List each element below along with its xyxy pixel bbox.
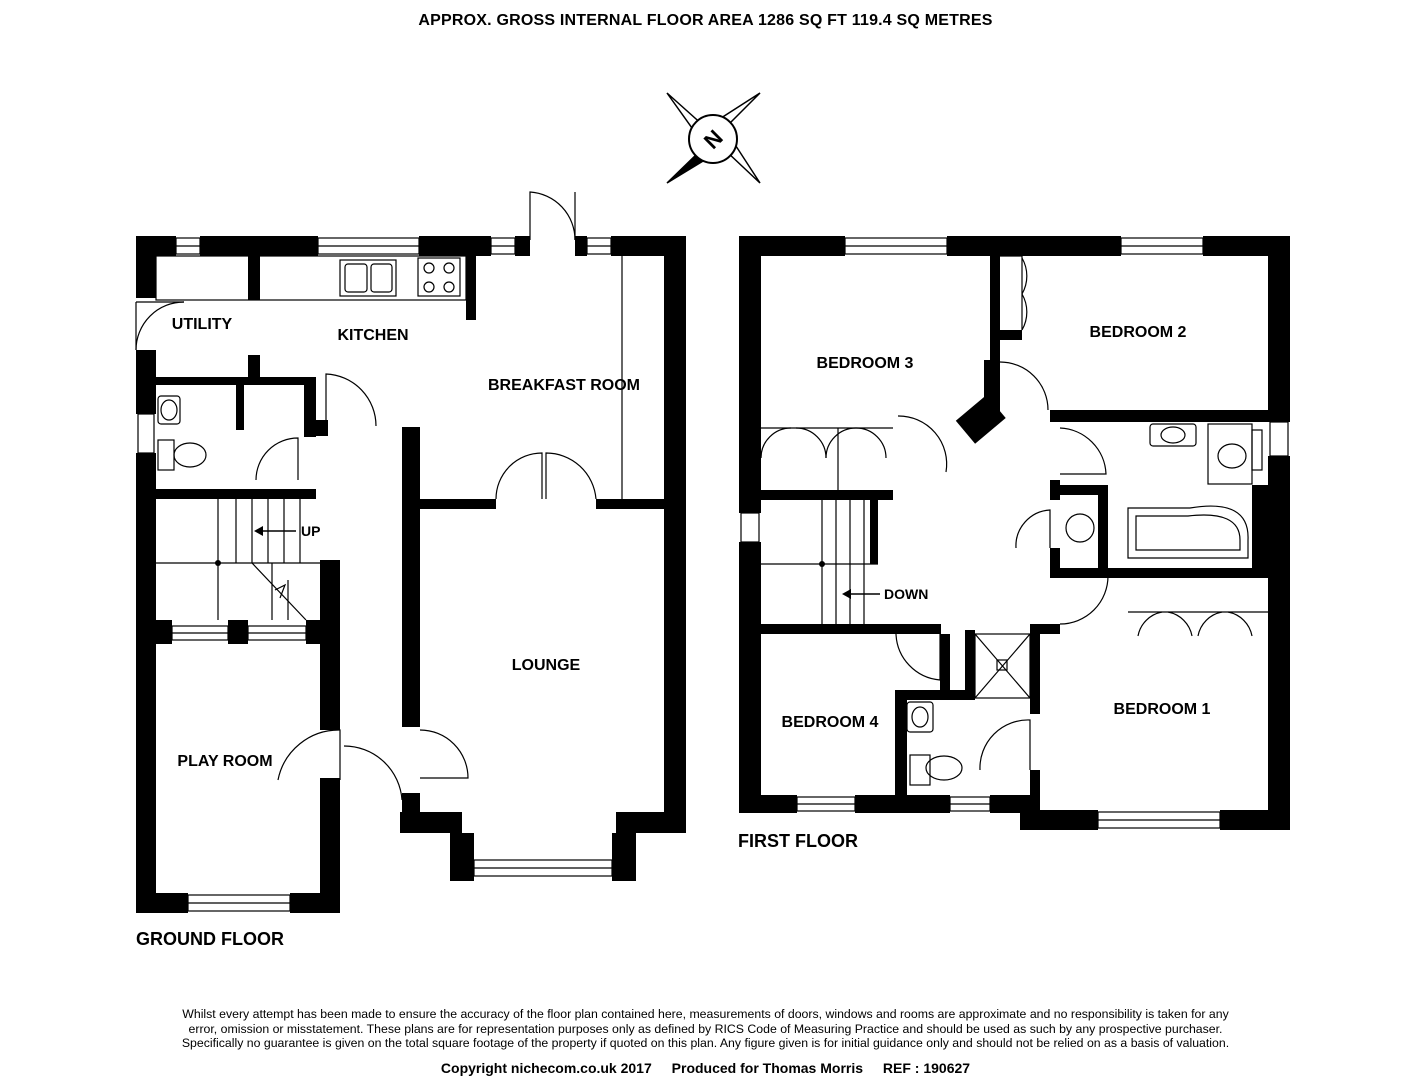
ground-floor-details (135, 191, 623, 912)
disclaimer-line: Whilst every attempt has been made to en… (182, 1007, 1229, 1021)
disclaimer-text: Whilst every attempt has been made to en… (140, 1007, 1271, 1051)
room-label-bedroom-3: BEDROOM 3 (817, 355, 914, 372)
room-label-play-room: PLAY ROOM (177, 753, 272, 770)
stairs-up-label: UP (301, 523, 320, 539)
copyright-footer: Copyright nichecom.co.uk 2017 Produced f… (0, 1060, 1411, 1076)
disclaimer-line: error, omission or misstatement. These p… (188, 1021, 1223, 1036)
room-label-bedroom-2: BEDROOM 2 (1090, 324, 1187, 341)
stairs-down-label: DOWN (884, 586, 928, 602)
ground-floor-label: GROUND FLOOR (136, 929, 284, 949)
first-floor-plan (739, 236, 1290, 830)
first-floor-details (740, 237, 1289, 829)
disclaimer-line: Specifically no guarantee is given on th… (181, 1036, 1230, 1050)
room-label-breakfast-room: BREAKFAST ROOM (488, 377, 640, 394)
floor-area-title: APPROX. GROSS INTERNAL FLOOR AREA 1286 S… (418, 12, 993, 29)
floor-plan-drawing: N (135, 92, 1290, 949)
produced-for-text: Produced for Thomas Morris (671, 1060, 864, 1076)
room-label-lounge: LOUNGE (512, 657, 581, 674)
first-floor-label: FIRST FLOOR (738, 831, 858, 851)
room-label-kitchen: KITCHEN (337, 327, 408, 344)
compass-rose-icon: N (666, 92, 761, 184)
room-label-bedroom-1: BEDROOM 1 (1114, 701, 1211, 718)
room-label-utility: UTILITY (172, 316, 233, 333)
room-label-bedroom-4: BEDROOM 4 (782, 714, 879, 731)
copyright-text: Copyright nichecom.co.uk 2017 (440, 1060, 652, 1076)
reference-text: REF : 190627 (882, 1060, 971, 1076)
ground-floor-stair-arrow-icon (215, 526, 296, 566)
first-floor-stair-arrow-icon (819, 561, 880, 599)
ground-floor-plan (136, 236, 686, 913)
